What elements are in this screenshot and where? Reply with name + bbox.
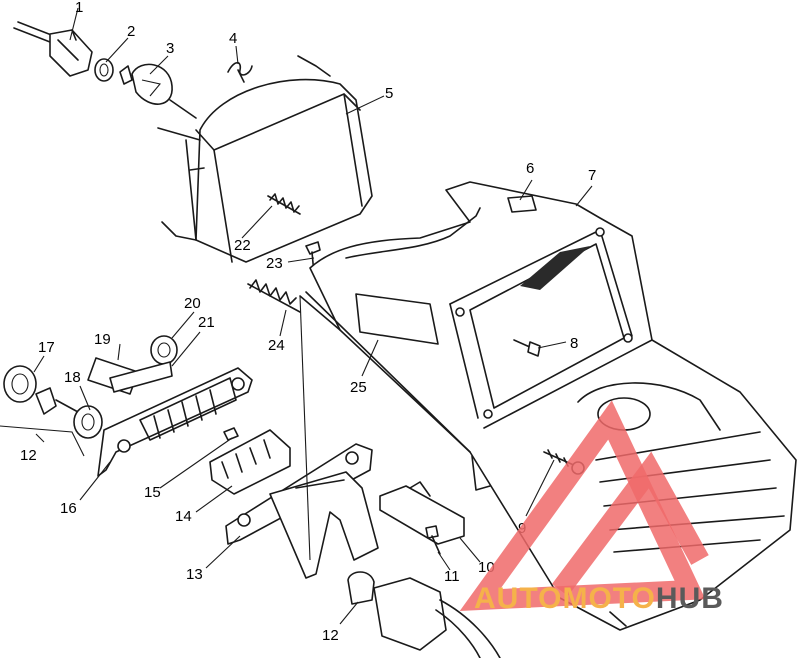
- label-2: 2: [127, 23, 135, 40]
- watermark-logo: [459, 400, 709, 611]
- watermark-text: AUTOMOTOHUB: [474, 582, 724, 615]
- label-13: 13: [186, 566, 203, 583]
- label-5: 5: [385, 85, 393, 102]
- label-3: 3: [166, 40, 174, 57]
- fuse-15: [223, 427, 239, 441]
- label-12-ignition: 12: [322, 627, 339, 644]
- leader-lines: [0, 7, 593, 625]
- label-7: 7: [588, 167, 596, 184]
- ignition-switch: [347, 571, 501, 658]
- bracket-16: [97, 361, 253, 477]
- bracket-13: [225, 443, 379, 579]
- adjuster-spring-lower: [247, 279, 301, 313]
- label-24: 24: [268, 337, 285, 354]
- label-11: 11: [444, 568, 460, 585]
- headlight-bulb: [119, 63, 173, 105]
- label-15: 15: [144, 484, 161, 501]
- label-23: 23: [266, 255, 283, 272]
- key-switch: [3, 365, 103, 439]
- adjuster-spring-upper: [267, 193, 301, 215]
- label-4: 4: [229, 30, 237, 47]
- watermark-word-b: HUB: [656, 582, 724, 615]
- label-8: 8: [570, 335, 578, 352]
- label-14: 14: [175, 508, 192, 525]
- label-21: 21: [198, 314, 215, 331]
- label-18: 18: [64, 369, 81, 386]
- wire-plug: [13, 21, 93, 77]
- decal-6: [507, 195, 537, 213]
- label-16: 16: [60, 500, 77, 517]
- nut-20: [150, 335, 178, 365]
- label-6: 6: [526, 160, 534, 177]
- screw-23: [305, 241, 321, 275]
- switch-10: [379, 481, 465, 545]
- label-1: 1: [75, 0, 83, 16]
- label-22: 22: [234, 237, 251, 254]
- label-12-key: 12: [20, 447, 37, 464]
- label-17: 17: [38, 339, 55, 356]
- decal-25: [355, 293, 439, 345]
- switch-block-14: [209, 429, 291, 495]
- headlight-housing: [157, 55, 373, 263]
- socket-ring: [94, 58, 114, 82]
- spring-clip: [227, 61, 253, 83]
- callout-labels: 1 2 3 4 5 6 7 8 9 10 11 12 12 13 14 15 1…: [20, 0, 596, 644]
- label-25: 25: [350, 379, 367, 396]
- watermark-word-a: AUTOMOTO: [474, 582, 656, 615]
- label-19: 19: [94, 331, 111, 348]
- hood-panel: [299, 181, 797, 631]
- label-20: 20: [184, 295, 201, 312]
- screw-8: [513, 339, 541, 357]
- screw-11: [425, 525, 441, 555]
